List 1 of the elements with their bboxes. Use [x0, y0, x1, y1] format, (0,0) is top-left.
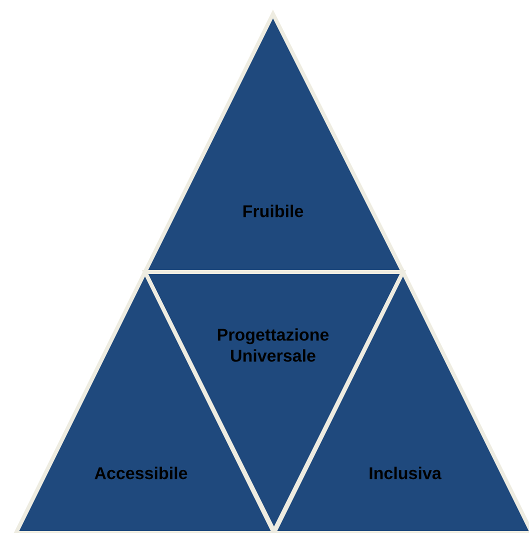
node-label: Progettazione Universale: [218, 328, 329, 362]
